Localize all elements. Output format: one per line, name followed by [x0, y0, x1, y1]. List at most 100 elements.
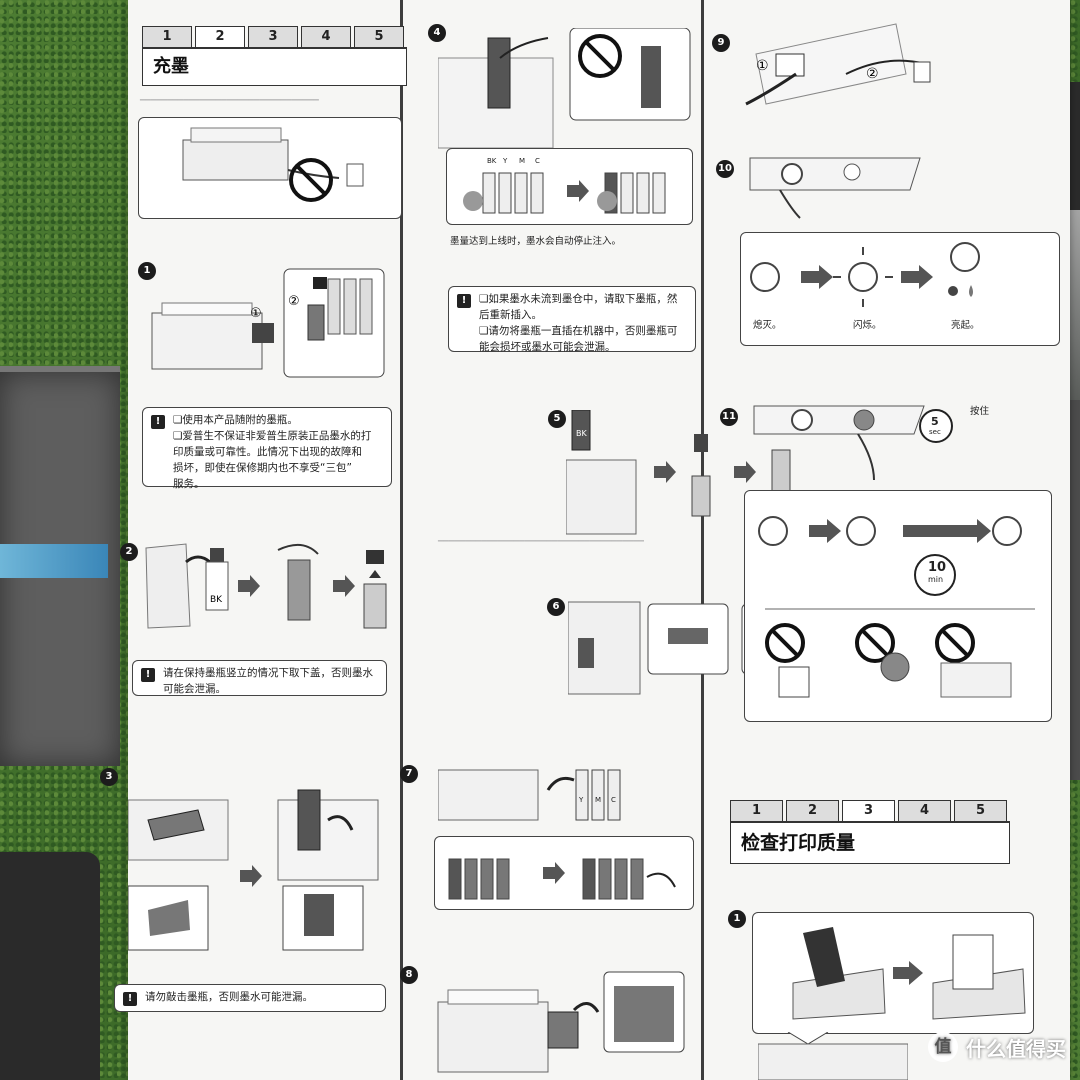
tab-3: 3: [842, 800, 895, 821]
bottle-m-label: M: [595, 796, 602, 804]
step-number: 4: [428, 24, 446, 42]
step1-illustration: ① ②: [151, 268, 385, 378]
step-number: 1: [138, 262, 156, 280]
unplugged-illustration: [138, 117, 402, 219]
step10-states-drawing: [750, 242, 980, 307]
warning-icon: !: [141, 668, 155, 682]
tank-group-right: [597, 172, 666, 214]
tab-5: 5: [954, 800, 1007, 821]
circle-label-1: ①: [756, 58, 769, 74]
step8-illustration: [437, 971, 685, 1073]
watermark-text: 什么值得买: [966, 1036, 1066, 1061]
tab-5: 5: [354, 26, 404, 47]
note-line: ❏如果墨水未流到墨仓中，请取下墨瓶，然: [479, 293, 678, 305]
bottle-bk-label-2: BK: [576, 429, 587, 438]
note-line: 损坏，即使在保修期内也不享受“三包”: [173, 462, 352, 474]
printer-scanner-lid: [0, 366, 120, 766]
step-number: 5: [548, 410, 566, 428]
section-tabs: 1 2 3 4 5: [142, 26, 407, 47]
fold-line-1: [400, 0, 403, 1080]
bottle-y-label: Y: [579, 796, 584, 804]
step4-note: ! ❏如果墨水未流到墨仓中，请取下墨瓶，然 后重新插入。 ❏请勿将墨瓶一直插在机…: [448, 286, 696, 353]
step7-top-illustration: [438, 769, 621, 821]
tank-group-left: [463, 172, 544, 214]
timer-10-unit: min: [928, 575, 944, 584]
printer-bottom-drawing: [758, 1032, 908, 1080]
paper-loading-frame: [752, 912, 1034, 1034]
step11-states-frame: 10 min: [744, 490, 1052, 722]
ink-label-bk: BK: [487, 157, 497, 165]
bottle-c-label: C: [611, 796, 616, 804]
ink-label-y: Y: [503, 157, 508, 165]
state-blink: 闪烁。: [853, 320, 882, 331]
hold-instruction: 按住: [970, 406, 990, 417]
section-tabs: 1 2 3 4 5: [730, 800, 1010, 821]
step4-top-illustration: [438, 28, 691, 149]
note-line: 服务。: [173, 478, 205, 490]
note-line: ❏请勿将墨瓶一直插在机器中，否则墨瓶可: [479, 325, 678, 337]
step-number: 1: [728, 910, 746, 928]
step-number: 6: [547, 598, 565, 616]
step4-caption: 墨量达到上线时，墨水会自动停止注入。: [450, 236, 622, 247]
tab-1: 1: [730, 800, 783, 821]
step-number: 7: [400, 765, 418, 783]
note-line: 印质量或可靠性。此情况下出现的故障和: [173, 446, 362, 458]
watermark: 值 什么值得买: [928, 1032, 1066, 1062]
ink-label-m: M: [519, 157, 526, 165]
ink-level-drawing: [463, 172, 666, 214]
timer-10-value: 10: [928, 560, 947, 575]
column-3: 9 ① ② 10: [712, 0, 1070, 1080]
ink-level-frame: BK Y M C: [446, 148, 693, 225]
show-through-text: ━━━━━━━━━━━━━━━━━━━━━━━━━━━━━━━━━━━━━━: [438, 537, 644, 547]
circle-label-1: ①: [250, 306, 262, 321]
step-number: 11: [720, 408, 738, 426]
note-line: ❏爱普生不保证非爱普生原装正品墨水的打: [173, 430, 372, 442]
step9-illustration: ① ②: [745, 23, 931, 106]
column-1: 1 2 3 4 5 充墨 1 ① ②: [100, 0, 407, 1080]
watermark-logo: 值: [928, 1032, 958, 1062]
step-number: 3: [100, 768, 118, 786]
warning-icon: !: [151, 415, 165, 429]
circle-label-2: ②: [866, 66, 879, 82]
step10-states-frame: 熄灭。 闪烁。 亮起。: [740, 232, 1060, 346]
step5-illustration: BK: [566, 410, 791, 535]
timer-5-value: 5: [931, 415, 939, 428]
step1-note: ! ❏使用本产品随附的墨瓶。 ❏爱普生不保证非爱普生原装正品墨水的打 印质量或可…: [142, 407, 392, 490]
ink-label-c: C: [535, 157, 540, 165]
timer-5-unit: sec: [929, 428, 941, 436]
printer-base: [0, 852, 100, 1080]
note-text: 请在保持墨瓶竖立的情况下取下盖，否则墨水可能会泄漏。: [163, 667, 373, 695]
note-text: 请勿敲击墨瓶，否则墨水可能泄漏。: [145, 991, 313, 1003]
tab-4: 4: [898, 800, 951, 821]
section-fill-header: 1 2 3 4 5 充墨: [142, 26, 407, 86]
section-title: 检查打印质量: [730, 821, 1010, 864]
step3-note: ! 请勿敲击墨瓶，否则墨水可能泄漏。: [114, 984, 386, 1012]
tab-2: 2: [195, 26, 245, 47]
step11-states-drawing: [758, 516, 1035, 698]
state-on: 亮起。: [951, 320, 980, 331]
note-line: 后重新插入。: [479, 309, 542, 321]
tab-3: 3: [248, 26, 298, 47]
instruction-sheet: 1 2 3 4 5 充墨 1 ① ②: [100, 0, 1070, 1080]
blue-tape: [0, 544, 108, 578]
fold-line-2: [701, 0, 704, 1080]
step2-illustration: BK: [145, 543, 387, 629]
step2-note: ! 请在保持墨瓶竖立的情况下取下盖，否则墨水可能会泄漏。: [132, 660, 387, 696]
state-off: 熄灭。: [753, 320, 782, 331]
circle-label-2: ②: [288, 294, 300, 309]
step7-tank-frame: [434, 836, 694, 910]
paper-loading-drawing: [792, 927, 1026, 1020]
tab-1: 1: [142, 26, 192, 47]
warning-icon: !: [123, 992, 137, 1006]
step-number: 9: [712, 34, 730, 52]
step7-tank-drawing: [448, 858, 676, 900]
note-line: ❏使用本产品随附的墨瓶。: [173, 414, 298, 426]
tab-4: 4: [301, 26, 351, 47]
section-check-header: 1 2 3 4 5 检查打印质量: [730, 800, 1010, 864]
step11-panel: [753, 405, 953, 481]
step10-panel: [749, 157, 921, 219]
step-number: 10: [716, 160, 734, 178]
step3-illustration: [128, 789, 379, 951]
show-through-text: ━━━━━━━━━━━━━━━━━━━━━━━━━━━━━━━━━: [140, 96, 319, 106]
step-number: 2: [120, 543, 138, 561]
